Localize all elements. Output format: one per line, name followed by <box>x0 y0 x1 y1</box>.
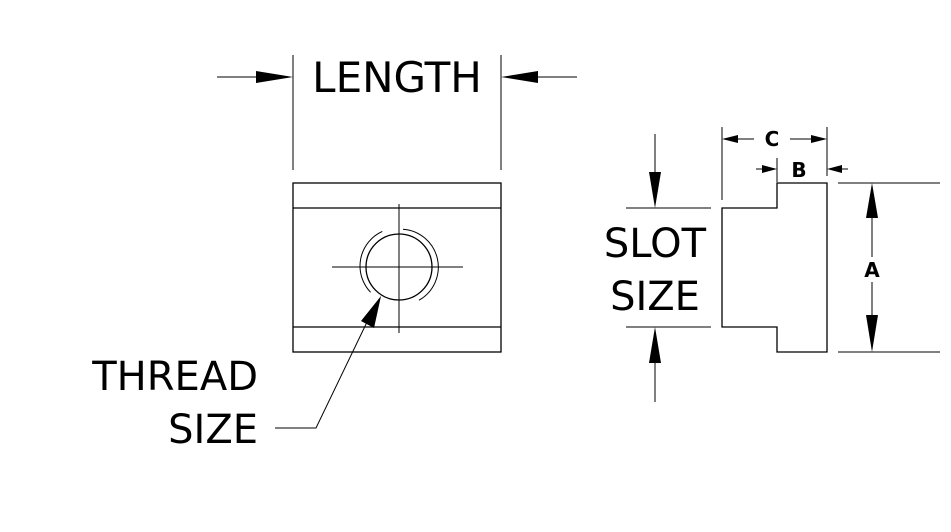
b-dimension-label: B <box>791 158 806 182</box>
a-dimension: A <box>838 182 940 353</box>
threaded-hole-major-arc-right <box>402 228 439 301</box>
c-dimension: C <box>721 127 828 200</box>
b-arrow-right <box>827 165 842 173</box>
b-dimension: B <box>756 158 848 182</box>
length-dimension: LENGTH <box>217 53 577 170</box>
slot-size-label-line1: SLOT <box>604 221 707 267</box>
side-view <box>721 182 828 353</box>
slot-arrow-top <box>649 172 661 208</box>
length-arrow-right <box>501 71 538 83</box>
thread-size-callout: THREAD SIZE <box>91 296 381 453</box>
front-view <box>292 182 502 353</box>
threaded-hole-major-arc-left <box>359 230 383 293</box>
slot-arrow-bottom <box>649 327 661 363</box>
a-dimension-label: A <box>864 258 880 282</box>
slot-size-dimension: SLOT SIZE <box>604 134 711 402</box>
a-arrow-top <box>866 183 878 218</box>
slot-size-label-line2: SIZE <box>610 274 700 320</box>
c-arrow-left <box>722 135 738 143</box>
thread-size-leader-line <box>275 319 369 429</box>
front-view-body <box>292 182 502 353</box>
side-view-profile <box>721 182 828 353</box>
a-arrow-bottom <box>866 315 878 352</box>
b-arrow-left <box>762 165 777 173</box>
thread-size-label-line1: THREAD <box>91 354 258 400</box>
length-arrow-left <box>256 71 293 83</box>
length-label: LENGTH <box>312 53 482 102</box>
thread-size-label-line2: SIZE <box>168 407 258 453</box>
thread-size-leader-arrow <box>361 296 381 328</box>
c-dimension-label: C <box>765 127 780 151</box>
c-arrow-right <box>811 135 827 143</box>
